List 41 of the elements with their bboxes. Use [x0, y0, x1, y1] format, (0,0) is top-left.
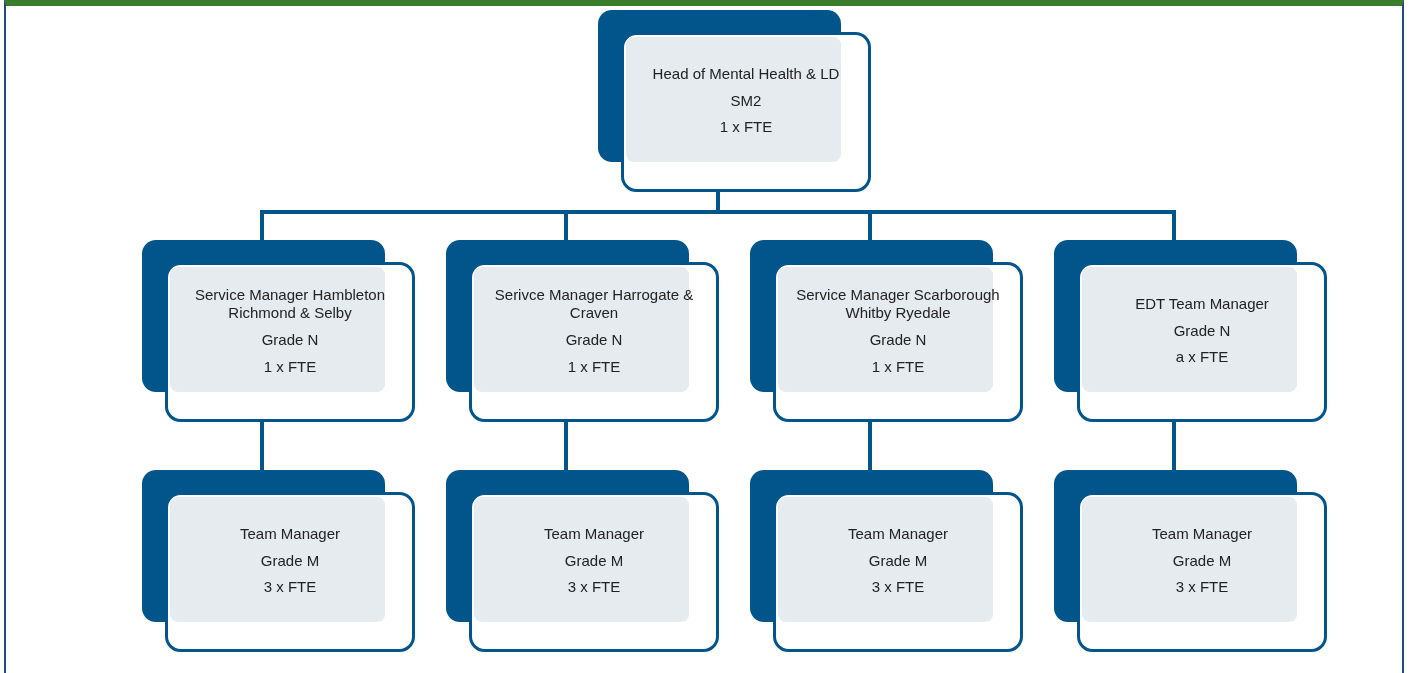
job-title: Service Manager Scarborough Whitby Ryedale	[795, 285, 1001, 323]
fte-text: 1 x FTE	[263, 357, 317, 377]
grade-text: Grade N	[261, 331, 319, 350]
grade-text: Grade M	[564, 551, 624, 571]
connector-line	[564, 422, 568, 470]
fte-text: 3 x FTE	[871, 578, 925, 598]
position-box	[750, 240, 1023, 422]
position-box	[446, 240, 719, 422]
fte-text: 1 x FTE	[719, 118, 773, 138]
position-box	[142, 240, 415, 422]
position-box	[1054, 240, 1327, 422]
fte-text: 1 x FTE	[871, 357, 925, 377]
position-box	[598, 10, 871, 192]
grade-text: Grade M	[868, 551, 928, 571]
position-box	[142, 470, 415, 652]
grade-text: Grade N	[869, 331, 927, 350]
connector-line	[260, 422, 264, 470]
job-title: Service Manager Hambleton Richmond & Selby	[193, 285, 387, 323]
job-title: Team Manager	[847, 524, 949, 544]
job-title: Team Manager	[1151, 524, 1253, 544]
job-title: Head of Mental Health & LD	[652, 64, 840, 84]
job-title: Serivce Manager Harrogate & Craven	[493, 285, 695, 323]
fte-text: 3 x FTE	[263, 578, 317, 598]
fte-text: 3 x FTE	[1175, 578, 1229, 598]
connector-line	[1172, 422, 1176, 470]
job-title: Team Manager	[239, 524, 341, 544]
fte-text: 3 x FTE	[567, 578, 621, 598]
fte-text: 1 x FTE	[567, 357, 621, 377]
grade-text: Grade M	[1172, 551, 1232, 571]
grade-text: Grade M	[260, 551, 320, 571]
grade-text: Grade N	[1173, 321, 1231, 341]
position-box	[750, 470, 1023, 652]
connector-line	[716, 192, 1176, 240]
position-box	[446, 470, 719, 652]
grade-text: SM2	[730, 91, 762, 111]
job-title: Team Manager	[543, 524, 645, 544]
connector-line	[868, 422, 872, 470]
job-title: EDT Team Manager	[1135, 294, 1269, 314]
grade-text: Grade N	[565, 331, 623, 350]
fte-text: a x FTE	[1175, 348, 1229, 368]
position-box	[1054, 470, 1327, 652]
